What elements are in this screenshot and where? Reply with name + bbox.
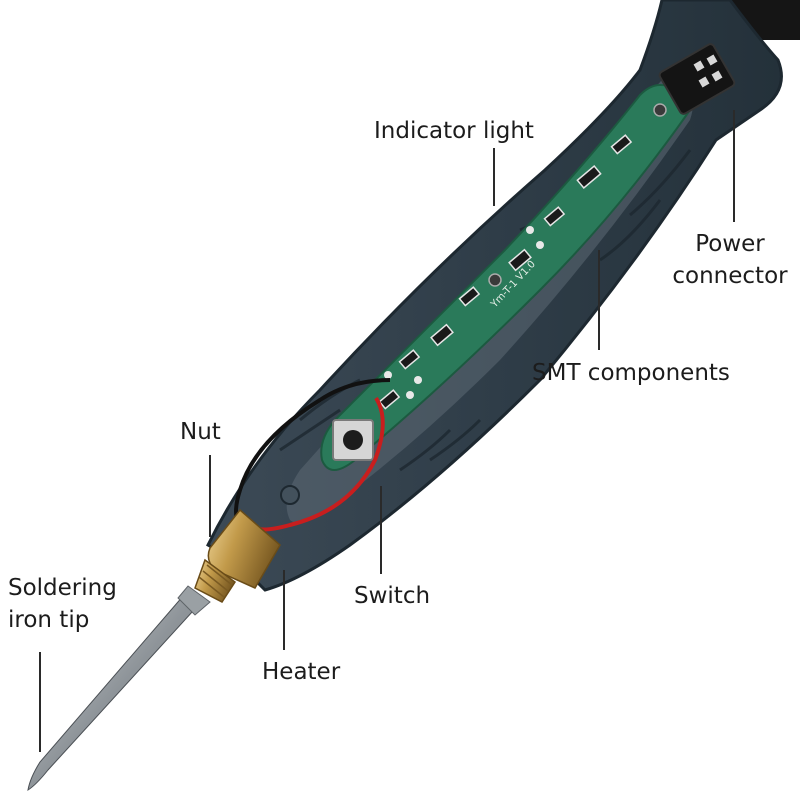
screw-post (280, 485, 300, 505)
leader-smt-components (598, 250, 600, 350)
leader-indicator-light (493, 148, 495, 206)
label-heater: Heater (262, 656, 340, 688)
label-heater-text: Heater (262, 659, 341, 685)
label-nut: Nut (180, 416, 221, 448)
leader-soldering-iron-tip (39, 652, 41, 752)
connector-pins (693, 54, 723, 88)
label-soldering-iron-tip: Soldering iron tip (8, 572, 117, 636)
label-power-connector: Power connector (671, 228, 789, 292)
tactile-switch (332, 419, 374, 461)
label-power-connector-line1: Power (695, 231, 765, 257)
label-switch: Switch (354, 580, 430, 612)
pcb (320, 83, 692, 471)
label-indicator-light-text: Indicator light (374, 118, 534, 144)
tip-sleeve (177, 585, 211, 616)
label-nut-text: Nut (180, 419, 221, 445)
red-wire (254, 396, 385, 532)
label-switch-text: Switch (354, 583, 431, 609)
brass-nut (194, 508, 281, 603)
leader-power-connector (733, 110, 735, 222)
leader-heater (283, 570, 285, 650)
smt-components (378, 103, 667, 410)
leader-nut (209, 455, 211, 537)
label-tip-line2: iron tip (8, 607, 90, 633)
power-cable (720, 0, 800, 40)
label-tip-line1: Soldering (8, 575, 117, 601)
black-wire (234, 378, 391, 527)
leader-switch (380, 486, 382, 574)
iron-tip (27, 587, 204, 792)
label-indicator-light: Indicator light (374, 115, 534, 147)
label-smt-components-text: SMT components (532, 360, 730, 386)
label-smt-components: SMT components (532, 357, 730, 389)
label-power-connector-line2: connector (672, 263, 788, 289)
